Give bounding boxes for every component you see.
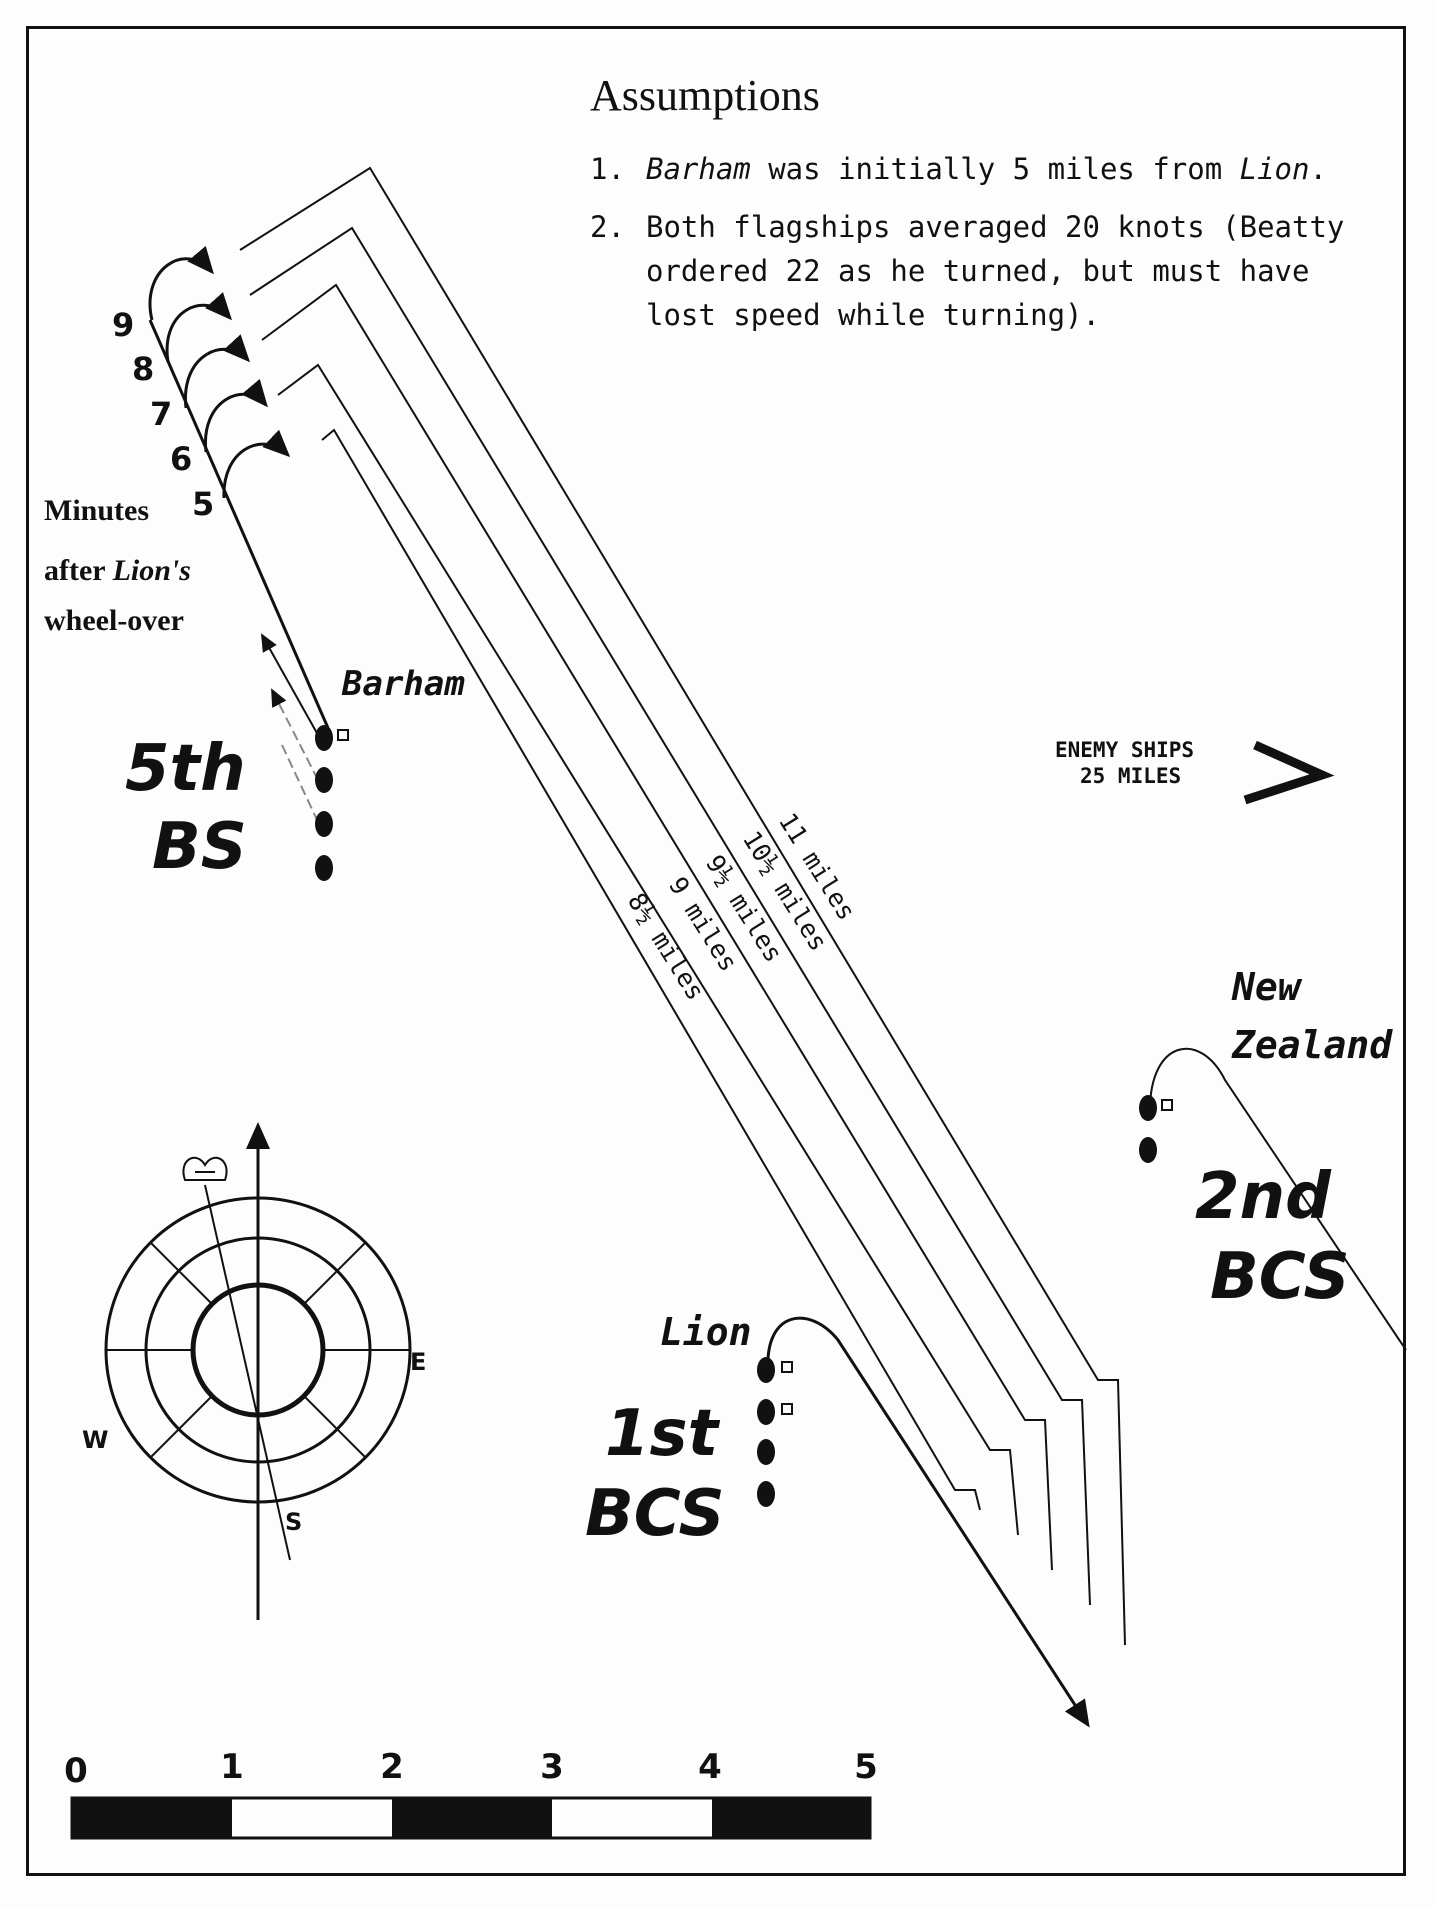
minute-mark: 6 bbox=[170, 440, 192, 478]
assumption-number: 1. bbox=[590, 152, 625, 186]
barham-tracks bbox=[239, 166, 1126, 1646]
minute-mark: 5 bbox=[192, 485, 214, 523]
squadron-label: BS bbox=[152, 810, 247, 884]
wake-arrow bbox=[281, 744, 319, 823]
assumption-text-part: was initially 5 miles from bbox=[750, 152, 1240, 186]
track-8-5-miles bbox=[321, 428, 981, 1511]
fleur-de-lis-icon bbox=[182, 1156, 228, 1181]
scale-segment bbox=[392, 1798, 552, 1838]
squadron-2nd-bcs: 2nd BCS bbox=[1195, 1160, 1350, 1314]
minute-mark: 7 bbox=[150, 395, 172, 433]
compass-labels: E W S bbox=[82, 1348, 426, 1536]
minute-mark: 8 bbox=[132, 350, 154, 388]
track-10-5-miles bbox=[249, 226, 1091, 1606]
lion-track bbox=[766, 1316, 1090, 1728]
ship-marker bbox=[315, 811, 333, 837]
assumptions-panel: Assumptions 1. Barham was initially 5 mi… bbox=[590, 70, 1390, 351]
new-zealand-track bbox=[1149, 1047, 1407, 1351]
scale-segment bbox=[72, 1798, 232, 1838]
scale-bar: 0 1 2 3 4 5 bbox=[64, 1747, 878, 1840]
scale-tick-label: 3 bbox=[540, 1747, 564, 1787]
ship-name-barham: Barham bbox=[646, 152, 751, 186]
map-frame bbox=[26, 26, 1406, 1876]
ship-marker bbox=[315, 767, 333, 793]
scale-tick-label: 2 bbox=[380, 1747, 404, 1787]
caption-line: after Lion's bbox=[44, 554, 191, 587]
compass-rose: E W S bbox=[82, 1122, 426, 1620]
assumption-item: 2. Both flagships averaged 20 knots (Bea… bbox=[590, 205, 1390, 337]
assumption-text: Both flagships averaged 20 knots (Beatty… bbox=[646, 210, 1345, 332]
turn-arc-8 bbox=[165, 292, 233, 363]
squadron-label: 2nd bbox=[1195, 1160, 1332, 1234]
ship-label-lion: Lion bbox=[660, 1310, 752, 1354]
barham-track-line bbox=[148, 319, 330, 729]
scale-tick-label: 5 bbox=[854, 1747, 878, 1787]
scale-tick-label: 1 bbox=[220, 1747, 244, 1787]
squadron-label: BCS bbox=[1210, 1240, 1350, 1314]
compass-label-south: S bbox=[285, 1508, 302, 1536]
turning-arcs bbox=[148, 245, 330, 729]
magnetic-north-line bbox=[204, 1184, 291, 1561]
minute-marks: 9 8 7 6 5 bbox=[112, 306, 214, 523]
minutes-caption: Minutes after Lion's wheel-over bbox=[44, 494, 191, 637]
track-9-5-miles bbox=[261, 283, 1053, 1571]
ship-marker bbox=[757, 1439, 775, 1465]
ship-marker bbox=[757, 1481, 775, 1507]
ship-marker bbox=[1139, 1095, 1157, 1121]
assumption-item: 1. Barham was initially 5 miles from Lio… bbox=[590, 147, 1390, 191]
scale-segment bbox=[712, 1798, 870, 1838]
assumptions-heading: Assumptions bbox=[590, 71, 820, 120]
caption-text: after bbox=[44, 554, 113, 587]
first-bcs-group bbox=[757, 1316, 1090, 1728]
flag-marker bbox=[781, 1361, 793, 1373]
ship-label: Zealand bbox=[1231, 1023, 1393, 1067]
wake-arrow bbox=[261, 633, 319, 736]
assumption-text-part: . bbox=[1309, 152, 1327, 186]
track-11-miles bbox=[239, 166, 1126, 1646]
squadron-label: BCS bbox=[585, 1477, 725, 1551]
ship-label-new-zealand: New Zealand bbox=[1231, 965, 1393, 1067]
enemy-label: 25 MILES bbox=[1080, 764, 1181, 788]
turn-arc-7 bbox=[184, 334, 251, 409]
compass-label-east: E bbox=[410, 1348, 426, 1376]
caption-line: Minutes bbox=[44, 494, 149, 527]
flag-marker bbox=[1161, 1099, 1173, 1111]
turn-arc-5 bbox=[222, 429, 291, 499]
ship-marker bbox=[1139, 1137, 1157, 1163]
ship-label: New bbox=[1231, 965, 1303, 1009]
caption-line: wheel-over bbox=[44, 604, 184, 637]
scale-ticks: 0 1 2 3 4 5 bbox=[64, 1747, 878, 1791]
ship-marker bbox=[315, 725, 333, 751]
flag-marker bbox=[781, 1403, 793, 1415]
flag-marker bbox=[337, 729, 349, 741]
scale-tick-label: 0 bbox=[64, 1751, 88, 1791]
squadron-1st-bcs: 1st BCS bbox=[585, 1397, 725, 1551]
assumption-number: 2. bbox=[590, 210, 625, 244]
squadron-5th-bs: 5th BS bbox=[125, 732, 247, 884]
caption-ship: Lion's bbox=[112, 554, 191, 587]
turn-arc-9 bbox=[148, 245, 214, 321]
turn-arc-6 bbox=[204, 378, 268, 453]
ship-label-barham: Barham bbox=[341, 664, 465, 704]
ship-marker bbox=[315, 855, 333, 881]
enemy-label: ENEMY SHIPS bbox=[1055, 738, 1194, 762]
enemy-note: ENEMY SHIPS 25 MILES bbox=[1055, 738, 1194, 788]
distance-labels: 11 miles 10½ miles 9½ miles 9 miles 8½ m… bbox=[622, 808, 861, 1005]
ship-marker bbox=[757, 1357, 775, 1383]
scale-tick-label: 4 bbox=[698, 1747, 722, 1787]
squadron-label: 5th bbox=[125, 732, 246, 806]
ship-marker bbox=[757, 1399, 775, 1425]
squadron-label: 1st bbox=[605, 1397, 721, 1471]
track-9-miles bbox=[277, 363, 1019, 1536]
compass-label-west: W bbox=[82, 1426, 108, 1454]
fifth-bs-group bbox=[261, 633, 349, 881]
enemy-direction-chevron bbox=[1243, 740, 1335, 805]
ship-name-lion: Lion bbox=[1239, 152, 1310, 186]
assumption-text: Barham was initially 5 miles from Lion. bbox=[646, 147, 1327, 191]
minute-mark: 9 bbox=[112, 306, 134, 344]
wake-arrow bbox=[271, 688, 319, 781]
second-bcs-group bbox=[1139, 1047, 1407, 1351]
